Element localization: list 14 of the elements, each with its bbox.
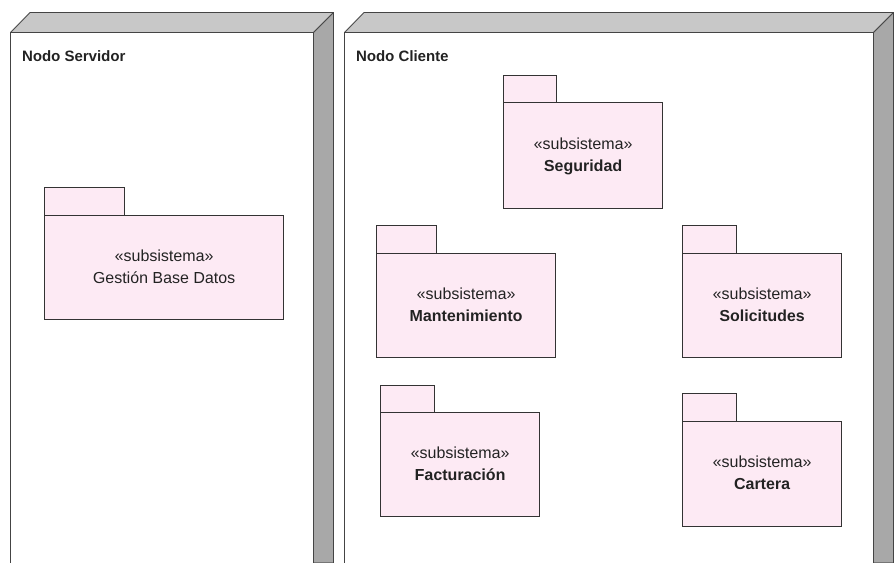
package-name: Seguridad	[544, 156, 622, 176]
stereotype-label: «subsistema»	[416, 284, 516, 304]
stereotype-label: «subsistema»	[712, 453, 812, 473]
package-name: Mantenimiento	[410, 306, 522, 326]
package-name: Gestión Base Datos	[92, 268, 236, 288]
package-name: Solicitudes	[719, 306, 805, 326]
package-name: Cartera	[734, 475, 790, 495]
node-title: Nodo Servidor	[22, 48, 126, 65]
package-name: Facturación	[414, 466, 506, 486]
stereotype-label: «subsistema»	[410, 444, 510, 464]
stereotype-label: «subsistema»	[534, 134, 632, 154]
node-title: Nodo Cliente	[356, 48, 448, 65]
stereotype-label: «subsistema»	[712, 284, 812, 304]
stereotype-label: «subsistema»	[114, 246, 214, 266]
